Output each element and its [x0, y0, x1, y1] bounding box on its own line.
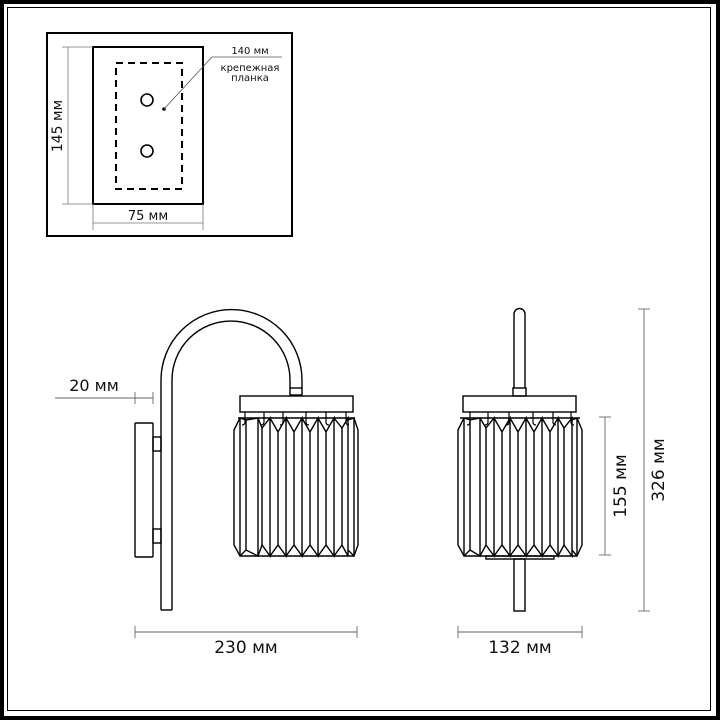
- total-height-label: 326 мм: [649, 438, 669, 502]
- inset-border: [46, 32, 293, 237]
- crystal-shade-side: [233, 415, 359, 559]
- screw-hole-icon: [140, 144, 154, 158]
- top-rod: [513, 307, 526, 388]
- backplate-screw: [152, 528, 162, 544]
- mounting-bracket-dashed: [115, 62, 183, 190]
- wall-plate: [92, 46, 204, 205]
- backplate-screw: [152, 436, 162, 452]
- crystal-shade-front: [457, 415, 583, 559]
- side-width-label: 230 мм: [214, 638, 278, 658]
- bracket-length-label: 140 мм: [231, 46, 268, 57]
- side-view: [134, 308, 359, 611]
- front-dimensions: [457, 308, 650, 638]
- side-dimensions: [55, 392, 358, 638]
- bracket-caption-line2: планка: [231, 73, 269, 84]
- bracket-caption-line1: крепежная: [221, 63, 280, 74]
- wall-offset-label: 20 мм: [69, 376, 119, 395]
- front-view: [457, 307, 583, 612]
- plate-width-label: 75 мм: [128, 209, 168, 224]
- shade-height-label: 155 мм: [611, 454, 631, 518]
- backplate: [134, 422, 154, 558]
- arm-outer: [160, 308, 303, 610]
- plate-height-label: 145 мм: [50, 100, 66, 152]
- bottom-rod: [513, 558, 526, 612]
- inner-frame: [7, 7, 711, 711]
- arm-inner: [171, 320, 291, 610]
- screw-hole-icon: [140, 93, 154, 107]
- mounting-plate-inset: [46, 32, 293, 237]
- front-width-label: 132 мм: [488, 638, 552, 658]
